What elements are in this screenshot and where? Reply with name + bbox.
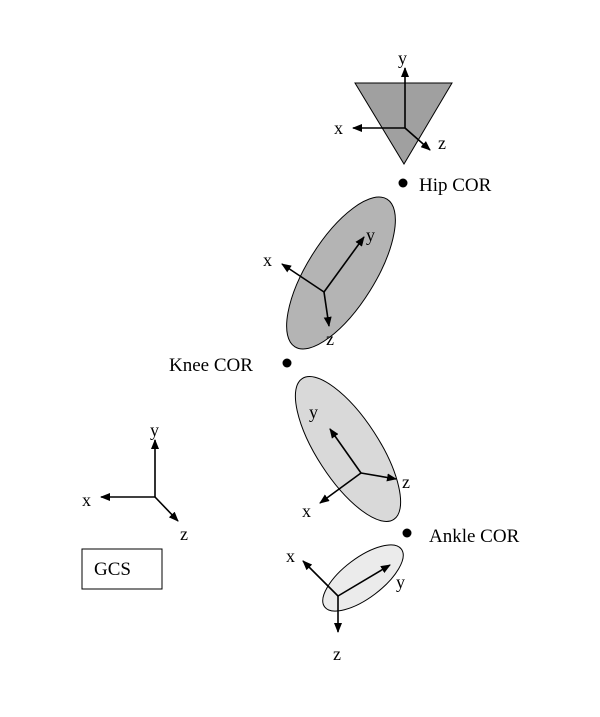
pelvis-y-label: y	[398, 48, 407, 68]
thigh-z-axis	[323, 291, 332, 327]
thigh-x-label: x	[263, 250, 272, 270]
gcs-box: GCS	[81, 548, 163, 590]
ankle-cor-label: Ankle COR	[429, 526, 520, 547]
knee-cor: Knee COR	[169, 355, 292, 376]
shank-x-axis	[319, 472, 362, 504]
pelvis-x-label: x	[334, 118, 343, 138]
thigh-ellipse	[286, 196, 396, 350]
gcs-box-label: GCS	[94, 559, 131, 580]
shank-z-axis	[360, 472, 397, 482]
thigh-segment: y x z	[263, 196, 396, 350]
pelvis-triangle	[354, 82, 453, 165]
ankle-cor: Ankle COR	[402, 526, 520, 547]
pelvis-segment: y x z	[334, 48, 453, 165]
gcs-triad: y x z	[82, 420, 188, 544]
hip-cor-point	[398, 178, 408, 188]
ankle-cor-point	[402, 528, 412, 538]
foot-segment: x y z	[286, 544, 405, 664]
gcs-box-frame	[81, 548, 163, 590]
hip-cor-label: Hip COR	[419, 175, 492, 196]
gcs-x-label: x	[82, 490, 91, 510]
foot-y-label: y	[396, 572, 405, 592]
knee-cor-label: Knee COR	[169, 355, 253, 376]
gcs-z-label: z	[180, 524, 188, 544]
shank-z-label: z	[402, 472, 410, 492]
shank-y-label: y	[309, 402, 318, 422]
foot-z-label: z	[333, 644, 341, 664]
hip-cor: Hip COR	[398, 175, 492, 196]
pelvis-z-label: z	[438, 133, 446, 153]
shank-x-label: x	[302, 501, 311, 521]
pelvis-z-axis	[404, 127, 431, 151]
shank-ellipse	[294, 376, 402, 522]
thigh-y-label: y	[366, 225, 375, 245]
foot-ellipse	[322, 544, 404, 612]
thigh-y-axis	[323, 236, 365, 293]
shank-segment: y z x	[294, 376, 410, 522]
foot-x-axis	[302, 560, 339, 597]
knee-cor-point	[282, 358, 292, 368]
gcs-y-label: y	[150, 420, 159, 440]
thigh-x-axis	[281, 263, 325, 293]
thigh-z-label: z	[326, 329, 334, 349]
foot-x-label: x	[286, 546, 295, 566]
gcs-z-axis	[154, 496, 179, 522]
shank-y-axis	[329, 428, 362, 474]
foot-y-axis	[337, 564, 391, 597]
